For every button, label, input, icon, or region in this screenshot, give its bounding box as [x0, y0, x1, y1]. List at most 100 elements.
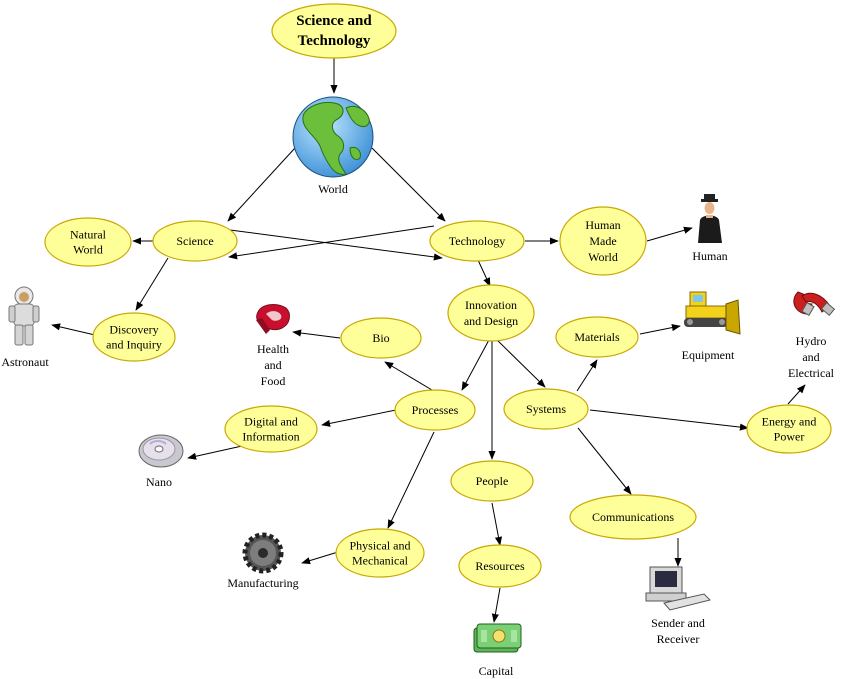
node-label: Innovation and Design	[464, 298, 518, 328]
computer-icon	[645, 566, 711, 611]
node-innovation-design[interactable]: Innovation and Design	[447, 284, 535, 342]
node-resources[interactable]: Resources	[458, 544, 542, 588]
label-line: Systems	[526, 402, 566, 416]
label-line: People	[476, 474, 509, 488]
label-line: Technology	[298, 33, 371, 49]
node-materials[interactable]: Materials	[555, 316, 639, 358]
label-line: World	[318, 182, 348, 196]
node-people[interactable]: People	[450, 460, 534, 502]
caption-capital: Capital	[479, 664, 514, 678]
edge-processes-digital	[321, 409, 397, 427]
person-icon	[698, 194, 722, 243]
caption-manufacturing: Manufacturing	[227, 576, 298, 590]
node-label: Materials	[574, 330, 620, 344]
label-line: Made	[589, 234, 616, 248]
edge-people-resources	[491, 502, 503, 546]
node-science[interactable]: Science	[152, 220, 238, 262]
globe-icon	[292, 96, 374, 178]
edge-discovery-astronaut	[51, 323, 96, 336]
caption-human: Human	[692, 249, 727, 263]
node-label: Bio	[372, 331, 389, 345]
edge-science-discovery	[135, 257, 169, 311]
node-label: Systems	[526, 402, 566, 416]
label-line: Energy and	[762, 415, 817, 429]
caption-equipment: Equipment	[682, 348, 735, 362]
label-line: Astronaut	[1, 355, 49, 369]
label-line: Digital and	[244, 415, 298, 429]
edge-world-technology	[371, 147, 446, 222]
label-line: Sender and	[651, 616, 705, 630]
node-bio[interactable]: Bio	[340, 317, 422, 359]
label-line: Receiver	[657, 632, 700, 646]
label-line: Capital	[479, 664, 514, 678]
edge-systems-materials	[576, 359, 598, 392]
label-line: Materials	[574, 330, 620, 344]
label-line: Power	[774, 430, 805, 444]
label-line: Communications	[592, 510, 674, 524]
edge-technology-science	[228, 225, 435, 260]
edge-systems-communications	[577, 427, 632, 495]
edge-systems-energy	[589, 409, 749, 431]
label-line: Electrical	[788, 366, 835, 380]
edge-science-technology	[229, 229, 443, 261]
edge-physical-manufacturing	[301, 551, 339, 565]
label-line: Human	[692, 249, 727, 263]
label-line: Equipment	[682, 348, 735, 362]
edge-digital-nano	[187, 445, 243, 460]
caption-world: World	[318, 182, 348, 196]
label-line: Mechanical	[352, 554, 409, 568]
label-line: Bio	[372, 331, 389, 345]
label-line: Resources	[475, 559, 525, 573]
disc-icon	[138, 434, 184, 468]
edge-resources-capital	[491, 587, 501, 623]
node-label: Processes	[412, 403, 459, 417]
node-label: Communications	[592, 510, 674, 524]
label-line: and Design	[464, 314, 518, 328]
edge-technology-innovation	[477, 259, 491, 287]
label-line: World	[588, 250, 618, 264]
node-processes[interactable]: Processes	[394, 389, 476, 431]
node-label: Technology	[449, 234, 505, 248]
label-line: Science	[176, 234, 213, 248]
label-line: Innovation	[465, 298, 517, 312]
edge-world-science	[227, 147, 296, 222]
label-line: and	[802, 350, 819, 364]
magnet-icon	[793, 291, 836, 317]
edge-innovation-processes	[461, 337, 491, 391]
label-line: Processes	[412, 403, 459, 417]
edge-innovation-systems	[494, 337, 546, 388]
label-line: Natural	[70, 228, 107, 242]
node-label: People	[476, 474, 509, 488]
node-label: Resources	[475, 559, 525, 573]
label-line: Discovery	[109, 323, 158, 337]
edge-processes-bio	[384, 361, 433, 391]
edge-bio-health	[292, 329, 341, 339]
label-line: Hydro	[796, 334, 827, 348]
edge-processes-physical	[387, 431, 435, 529]
label-line: Science and	[296, 13, 372, 29]
node-communications[interactable]: Communications	[569, 494, 697, 540]
gear-icon	[242, 532, 284, 574]
node-label: Science	[176, 234, 213, 248]
node-technology[interactable]: Technology	[429, 220, 525, 262]
edge-materials-equipment	[639, 324, 681, 335]
node-systems[interactable]: Systems	[503, 388, 589, 430]
label-line: Technology	[449, 234, 505, 248]
caption-nano: Nano	[146, 475, 172, 489]
label-line: and	[264, 358, 281, 372]
edge-human-made-world-human	[646, 226, 693, 242]
